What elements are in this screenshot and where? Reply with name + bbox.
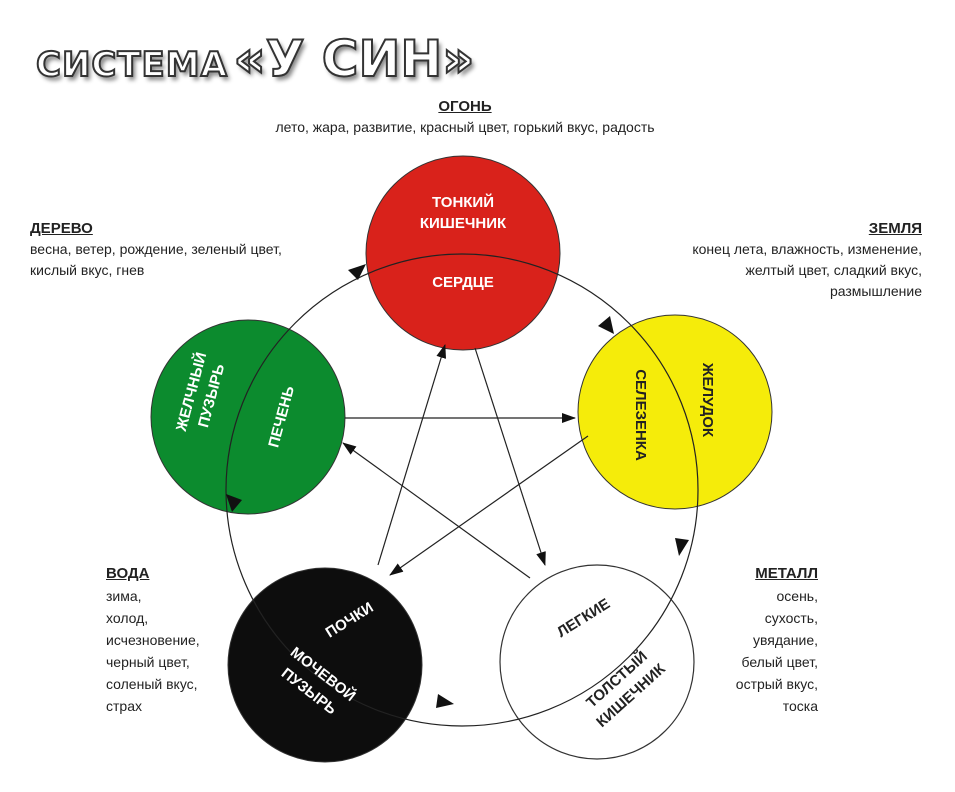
organ-stomach: ЖЕЛУДОК	[699, 362, 716, 438]
control-arrows	[342, 344, 589, 579]
generation-arrows	[226, 264, 689, 708]
title-main: «У СИН»	[233, 29, 476, 89]
wood-circle	[150, 319, 346, 515]
fire-label: ОГОНЬ лето, жара, развитие, красный цвет…	[230, 96, 700, 138]
organ-heart: СЕРДЦЕ	[432, 274, 494, 291]
water-desc-line: соленый вкус,	[106, 676, 198, 692]
water-label: ВОДА зима, холод, исчезновение, черный ц…	[106, 563, 246, 717]
water-desc-line: зима,	[106, 588, 142, 604]
fire-circle	[365, 155, 561, 351]
generation-cycle-ring	[225, 253, 699, 727]
organ-small-intestine-1: ТОНКИЙ	[432, 193, 494, 211]
wood-heading: ДЕРЕВО	[30, 220, 93, 237]
earth-desc-line: размышление	[829, 283, 922, 299]
metal-desc-line: тоска	[782, 698, 818, 714]
water-desc-line: холод,	[106, 610, 149, 626]
metal-circle	[499, 564, 695, 760]
metal-desc-line: увядание,	[752, 632, 818, 648]
organ-small-intestine-2: КИШЕЧНИК	[420, 215, 507, 232]
metal-label: МЕТАЛЛ осень, сухость, увядание, белый ц…	[680, 563, 818, 717]
metal-desc-line: осень,	[776, 588, 819, 604]
wood-desc-line: весна, ветер, рождение, зеленый цвет,	[30, 241, 282, 257]
earth-heading: ЗЕМЛЯ	[868, 220, 922, 237]
metal-desc-line: острый вкус,	[735, 676, 818, 692]
water-heading: ВОДА	[106, 565, 150, 582]
earth-desc-line: конец лета, влажность, изменение,	[692, 241, 922, 257]
water-desc-line: страх	[106, 698, 142, 714]
water-circle	[227, 567, 423, 763]
fire-heading: ОГОНЬ	[438, 98, 492, 115]
wood-label: ДЕРЕВО весна, ветер, рождение, зеленый ц…	[30, 218, 350, 281]
water-desc-line: исчезновение,	[106, 632, 200, 648]
earth-circle	[577, 314, 773, 510]
earth-label: ЗЕМЛЯ конец лета, влажность, изменение, …	[600, 218, 922, 302]
metal-heading: МЕТАЛЛ	[755, 565, 818, 582]
title-prefix: СИСТЕМА	[35, 44, 228, 86]
metal-desc-line: белый цвет,	[741, 654, 819, 670]
metal-desc-line: сухость,	[764, 610, 818, 626]
water-desc-line: черный цвет,	[106, 654, 190, 670]
diagram-title: СИСТЕМА «У СИН»	[35, 29, 476, 89]
wood-desc-line: кислый вкус, гнев	[30, 262, 145, 278]
earth-desc-line: желтый цвет, сладкий вкус,	[745, 262, 922, 278]
fire-desc: лето, жара, развитие, красный цвет, горь…	[275, 119, 655, 135]
organ-spleen: СЕЛЕЗЕНКА	[632, 369, 649, 461]
